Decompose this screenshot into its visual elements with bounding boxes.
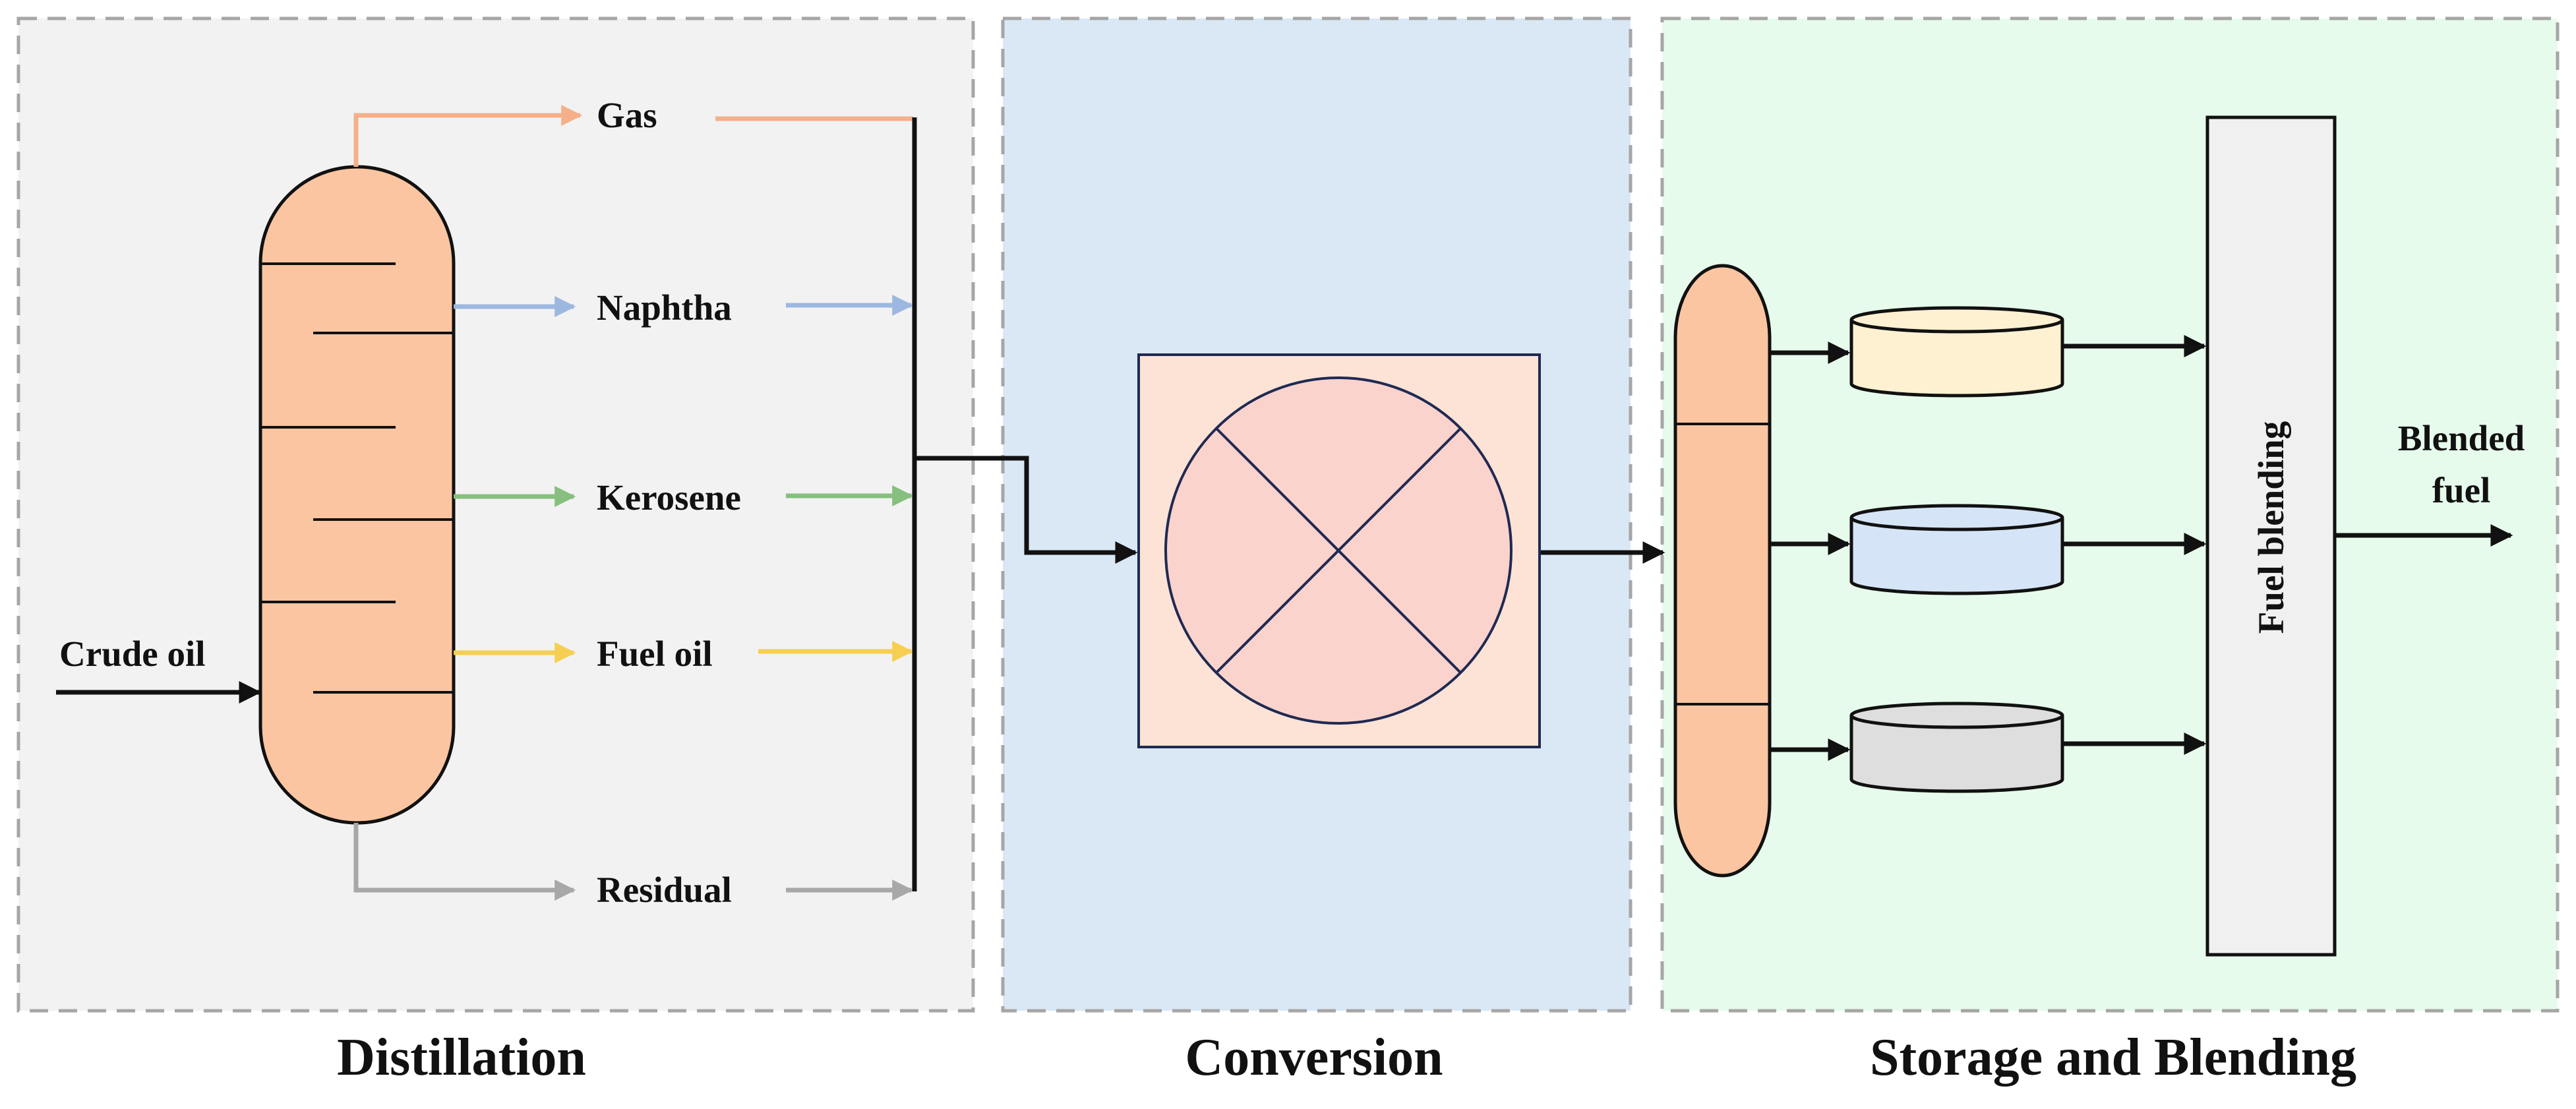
distillation-column xyxy=(258,165,456,825)
fuel-blending-label: Fuel blending xyxy=(2251,421,2291,634)
storage-tank-1 xyxy=(1849,306,2064,398)
blended-fuel-label-line1: Blended xyxy=(2398,418,2525,458)
residual-arrow xyxy=(353,823,576,901)
storage-tank-3 xyxy=(1849,702,2064,793)
storage-panel xyxy=(1660,16,2560,1013)
naphtha-label: Naphtha xyxy=(597,287,732,328)
conversion-title: Conversion xyxy=(1185,1029,1443,1087)
gas-arrow xyxy=(353,105,583,167)
distillation-panel xyxy=(16,16,975,1013)
storage-tank-2 xyxy=(1849,504,2064,595)
collector-to-conversion-arrow xyxy=(914,456,1138,564)
gas-label: Gas xyxy=(597,95,657,135)
crude-oil-label: Crude oil xyxy=(59,634,206,674)
reactor-cross-line-2 xyxy=(1215,427,1462,674)
blended-fuel-label-line2: fuel xyxy=(2432,470,2491,510)
column-trays xyxy=(262,262,452,694)
splitter-vessel xyxy=(1673,264,1772,878)
kerosene-label: Kerosene xyxy=(597,477,741,518)
storage-title: Storage and Blending xyxy=(1870,1029,2356,1087)
fuel-blending-unit xyxy=(2205,115,2337,957)
residual-label: Residual xyxy=(597,870,732,910)
distillation-title: Distillation xyxy=(337,1029,586,1087)
fuel-oil-label: Fuel oil xyxy=(597,634,713,674)
